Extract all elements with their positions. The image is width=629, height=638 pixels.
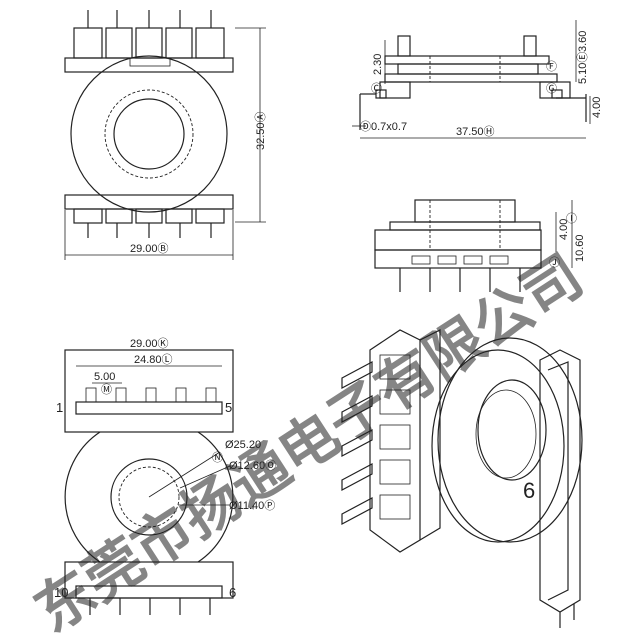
dim-pin-0-7: Ⓓ0.7x0.7 <box>360 120 407 133</box>
isometric-view: 6 <box>341 329 583 628</box>
pin-1-label: 1 <box>56 400 63 415</box>
dim-29-00-bottom: 29.00Ⓚ <box>130 337 169 350</box>
bottom-bobbin-outer <box>110 458 188 536</box>
label-c: Ⓒ <box>371 82 382 95</box>
bobbin-inner-dashed <box>104 89 194 179</box>
pin-6-label: 6 <box>229 585 236 600</box>
side-view: Ⓓ0.7x0.7 2.30 Ⓒ 3.60 5.10Ⓔ Ⓕ Ⓖ 4.00 37.5… <box>352 20 603 139</box>
pin-5-label: 5 <box>225 400 232 415</box>
dim-2-30: 2.30 <box>372 54 384 75</box>
iso-bore <box>477 379 547 481</box>
label-n: Ⓝ <box>212 451 223 464</box>
label-g: Ⓖ <box>546 82 557 95</box>
bobbin-hole <box>113 98 185 170</box>
label-m: Ⓜ <box>101 383 112 396</box>
dim-4-00-side: 4.00 <box>591 97 603 118</box>
dim-24-80: 24.80Ⓛ <box>134 353 173 366</box>
company-watermark: 东莞市扬通电子有限公司 <box>24 243 594 638</box>
iso-flange <box>437 337 583 543</box>
flange-circle <box>70 55 228 213</box>
top-view: 32.50Ⓐ 29.00Ⓑ <box>64 10 267 260</box>
dim-10-60: 10.60 <box>574 234 586 262</box>
dim-12-60: Ø12.60Ⓞ <box>229 459 276 472</box>
bottom-view: 29.00Ⓚ 24.80Ⓛ 5.00 Ⓜ 1 5 Ø25.20 Ⓝ Ø12.60… <box>54 337 276 615</box>
dim-5-00: 5.00 <box>94 371 115 383</box>
label-f: Ⓕ <box>546 60 557 73</box>
label-i: Ⓘ <box>566 212 577 225</box>
dim-5-10: 5.10Ⓔ <box>576 52 589 84</box>
dim-3-60: 3.60 <box>577 31 589 52</box>
dim-29-00-top: 29.00Ⓑ <box>130 242 169 255</box>
dim-4-00-front: 4.00 <box>558 219 570 240</box>
dim-37-50: 37.50Ⓗ <box>456 125 495 138</box>
front-view: 4.00 10.60 Ⓘ Ⓙ <box>374 199 586 292</box>
dim-11-40: Ø11.40Ⓟ <box>229 499 275 512</box>
bottom-bobbin-dashed <box>118 466 180 528</box>
dim-32-50: 32.50Ⓐ <box>254 111 267 150</box>
iso-pin-6-label: 6 <box>523 478 535 503</box>
dim-25-20: Ø25.20 <box>225 439 261 451</box>
pin-10-label: 10 <box>54 585 68 600</box>
label-j: Ⓙ <box>549 256 560 269</box>
